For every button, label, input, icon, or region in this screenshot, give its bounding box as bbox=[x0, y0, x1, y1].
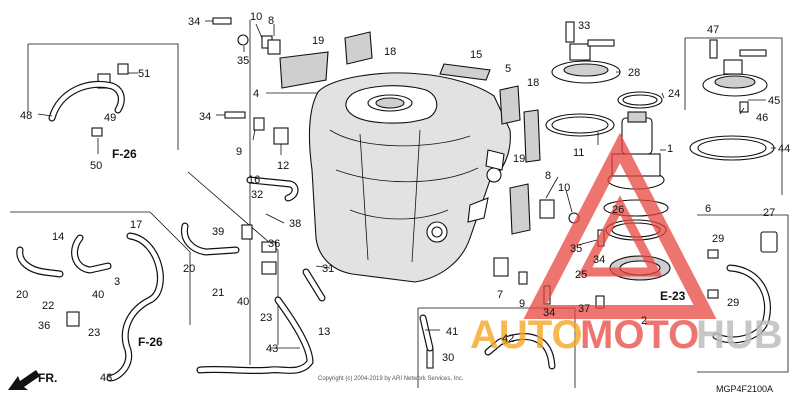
callout-26: 26 bbox=[612, 204, 624, 216]
copyright-text: Copyright (c) 2004-2019 by ARI Network S… bbox=[318, 376, 464, 382]
callout-42: 42 bbox=[502, 333, 514, 345]
callout-24: 24 bbox=[668, 88, 680, 100]
callout-34c: 34 bbox=[593, 254, 605, 266]
callout-45: 45 bbox=[768, 95, 780, 107]
callout-4: 4 bbox=[253, 88, 259, 100]
fr-arrow: FR. bbox=[8, 370, 57, 390]
callout-41: 41 bbox=[446, 326, 458, 338]
leader-lines bbox=[37, 20, 776, 349]
watermark-text-auto: AUTO bbox=[470, 313, 583, 357]
callout-51: 51 bbox=[138, 68, 150, 80]
callout-49: 49 bbox=[104, 112, 116, 124]
callout-27: 27 bbox=[763, 207, 775, 219]
callout-12: 12 bbox=[277, 160, 289, 172]
callout-34b: 34 bbox=[199, 111, 211, 123]
callout-11: 11 bbox=[573, 147, 584, 159]
callout-34a: 34 bbox=[188, 16, 200, 28]
callout-31: 31 bbox=[322, 263, 334, 275]
callout-7: 7 bbox=[497, 289, 503, 301]
watermark-text-moto: MOTO bbox=[580, 313, 699, 357]
fuel-cap-assembly bbox=[545, 21, 663, 137]
callout-22: 22 bbox=[42, 300, 54, 312]
ref-e23: E-23 bbox=[660, 289, 686, 303]
callout-1: 1 bbox=[667, 143, 673, 155]
callout-29a: 29 bbox=[712, 233, 724, 245]
watermark-triangle bbox=[523, 132, 717, 319]
right-cap-assembly bbox=[689, 39, 775, 161]
callout-17: 17 bbox=[130, 219, 142, 231]
callout-19a: 19 bbox=[312, 35, 324, 47]
callout-32: 32 bbox=[251, 189, 263, 201]
callout-33: 33 bbox=[578, 20, 590, 32]
callout-44: 44 bbox=[778, 143, 790, 155]
callout-2: 2 bbox=[641, 315, 647, 327]
hoses bbox=[16, 80, 771, 382]
callout-18b: 18 bbox=[527, 77, 539, 89]
callout-36b: 36 bbox=[268, 238, 280, 250]
callout-48: 48 bbox=[20, 110, 32, 122]
callout-13: 13 bbox=[318, 326, 330, 338]
callout-47: 47 bbox=[707, 24, 719, 36]
callout-18a: 18 bbox=[384, 46, 396, 58]
diagram-code: MGP4F2100A bbox=[716, 384, 773, 394]
callout-30: 30 bbox=[442, 352, 454, 364]
callout-15: 15 bbox=[470, 49, 482, 61]
callout-43b: 43 bbox=[266, 343, 278, 355]
callout-10a: 10 bbox=[250, 11, 262, 23]
callout-28: 28 bbox=[628, 67, 640, 79]
callout-9b: 9 bbox=[519, 298, 525, 310]
callout-39: 39 bbox=[212, 226, 224, 238]
callout-5: 5 bbox=[505, 63, 511, 75]
callout-36a: 36 bbox=[38, 320, 50, 332]
ref-f26-bottom: F-26 bbox=[138, 335, 163, 349]
callout-50: 50 bbox=[90, 160, 102, 172]
callout-16: 16 bbox=[248, 174, 260, 186]
callouts: 1 2 3 4 5 6 7 8 8 9 9 10 10 11 12 13 14 … bbox=[16, 11, 790, 384]
callout-20a: 20 bbox=[16, 289, 28, 301]
callout-29b: 29 bbox=[727, 297, 739, 309]
fuel-tank bbox=[309, 72, 511, 283]
callout-8b: 8 bbox=[545, 170, 551, 182]
ref-f26-top: F-26 bbox=[112, 147, 137, 161]
callout-43a: 43 bbox=[100, 372, 112, 384]
callout-35b: 35 bbox=[570, 243, 582, 255]
fr-label: FR. bbox=[38, 371, 57, 385]
callout-46: 46 bbox=[756, 112, 768, 124]
callout-34d: 34 bbox=[543, 307, 555, 319]
callout-40b: 40 bbox=[237, 296, 249, 308]
callout-35a: 35 bbox=[237, 55, 249, 67]
callout-23b: 23 bbox=[260, 312, 272, 324]
callout-9a: 9 bbox=[236, 146, 242, 158]
watermark: AUTO MOTO HUB bbox=[470, 132, 783, 357]
watermark-text-hub: HUB bbox=[696, 313, 783, 357]
callout-6: 6 bbox=[705, 203, 711, 215]
callout-14: 14 bbox=[52, 231, 64, 243]
callout-8a: 8 bbox=[268, 15, 274, 27]
callout-37: 37 bbox=[578, 303, 590, 315]
frame-lines bbox=[10, 20, 789, 388]
callout-40a: 40 bbox=[92, 289, 104, 301]
callout-20b: 20 bbox=[183, 263, 195, 275]
callout-38: 38 bbox=[289, 218, 301, 230]
callout-3: 3 bbox=[114, 276, 120, 288]
tank-pads bbox=[279, 31, 541, 235]
callout-19b: 19 bbox=[513, 153, 525, 165]
section-refs: F-26 F-26 E-23 bbox=[112, 147, 686, 349]
callout-10b: 10 bbox=[558, 182, 570, 194]
callout-23a: 23 bbox=[88, 327, 100, 339]
callout-21: 21 bbox=[212, 287, 224, 299]
callout-25: 25 bbox=[575, 269, 587, 281]
